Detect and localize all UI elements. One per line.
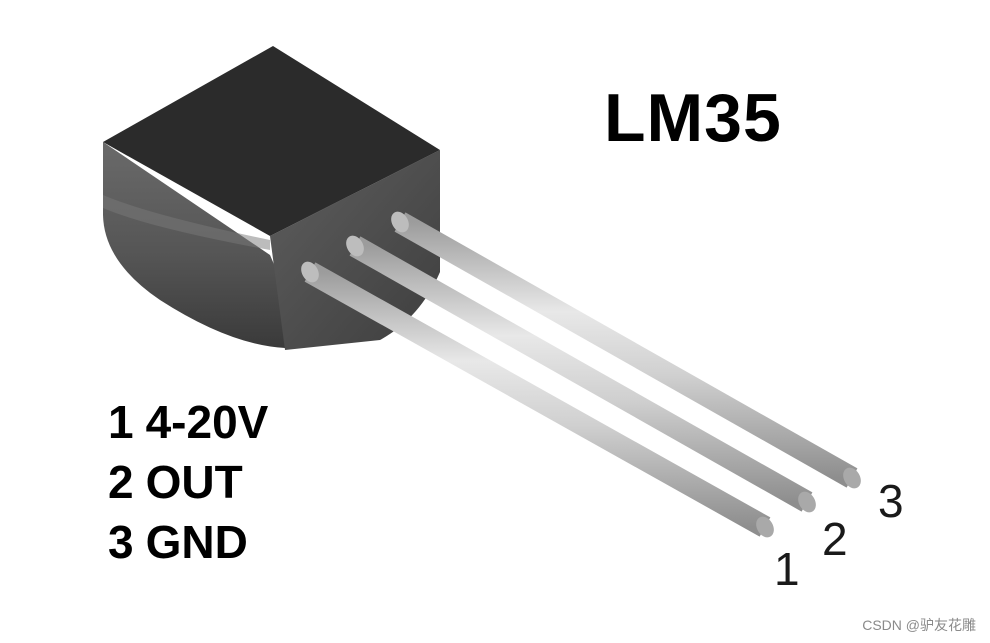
pin-legend-number: 1 bbox=[108, 396, 134, 448]
pin-legend-function: 4-20V bbox=[145, 396, 269, 448]
package-body-side bbox=[103, 142, 285, 348]
part-title: LM35 bbox=[604, 80, 782, 156]
lead-label-3: 3 bbox=[878, 475, 904, 527]
pin-legend-number: 2 bbox=[108, 456, 134, 508]
package-body-top bbox=[103, 46, 440, 236]
pin-legend-number: 3 bbox=[108, 516, 134, 568]
package-body-highlight bbox=[103, 195, 270, 250]
pin-legend-function: GND bbox=[145, 516, 248, 568]
pin-legend-function: OUT bbox=[145, 456, 243, 508]
lead-label-1: 1 bbox=[774, 543, 800, 595]
lead-3 bbox=[391, 211, 861, 489]
lead-2 bbox=[346, 235, 816, 513]
lead-label-2: 2 bbox=[822, 513, 848, 565]
watermark: CSDN @驴友花雕 bbox=[862, 617, 976, 633]
lead-1 bbox=[301, 261, 774, 538]
